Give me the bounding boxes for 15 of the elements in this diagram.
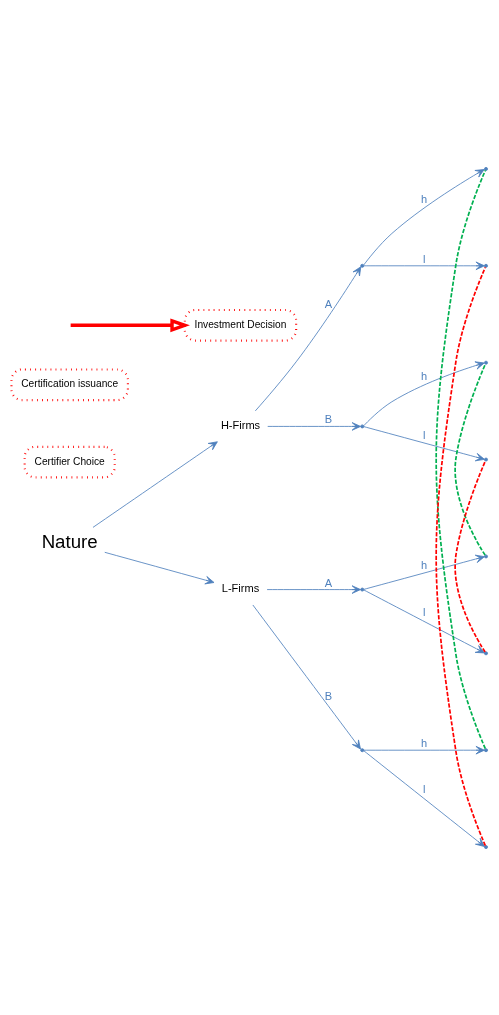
node-text: H-Firms <box>220 418 261 431</box>
node-text: L-Firms <box>221 581 260 594</box>
edge-label: B <box>324 412 333 425</box>
edge-label: l <box>422 252 426 265</box>
edge-label: A <box>324 297 333 310</box>
edge-label: l <box>422 428 426 441</box>
edge-label: h <box>421 192 428 205</box>
edge-label: h <box>421 736 428 749</box>
edge-label: B <box>324 689 333 702</box>
edge-label: h <box>421 369 428 382</box>
edge-label: l <box>422 605 426 618</box>
node-text: Nature <box>41 530 98 552</box>
edge-label: l <box>422 782 426 795</box>
edge-label: A <box>324 576 333 589</box>
edge-label: h <box>421 558 428 571</box>
